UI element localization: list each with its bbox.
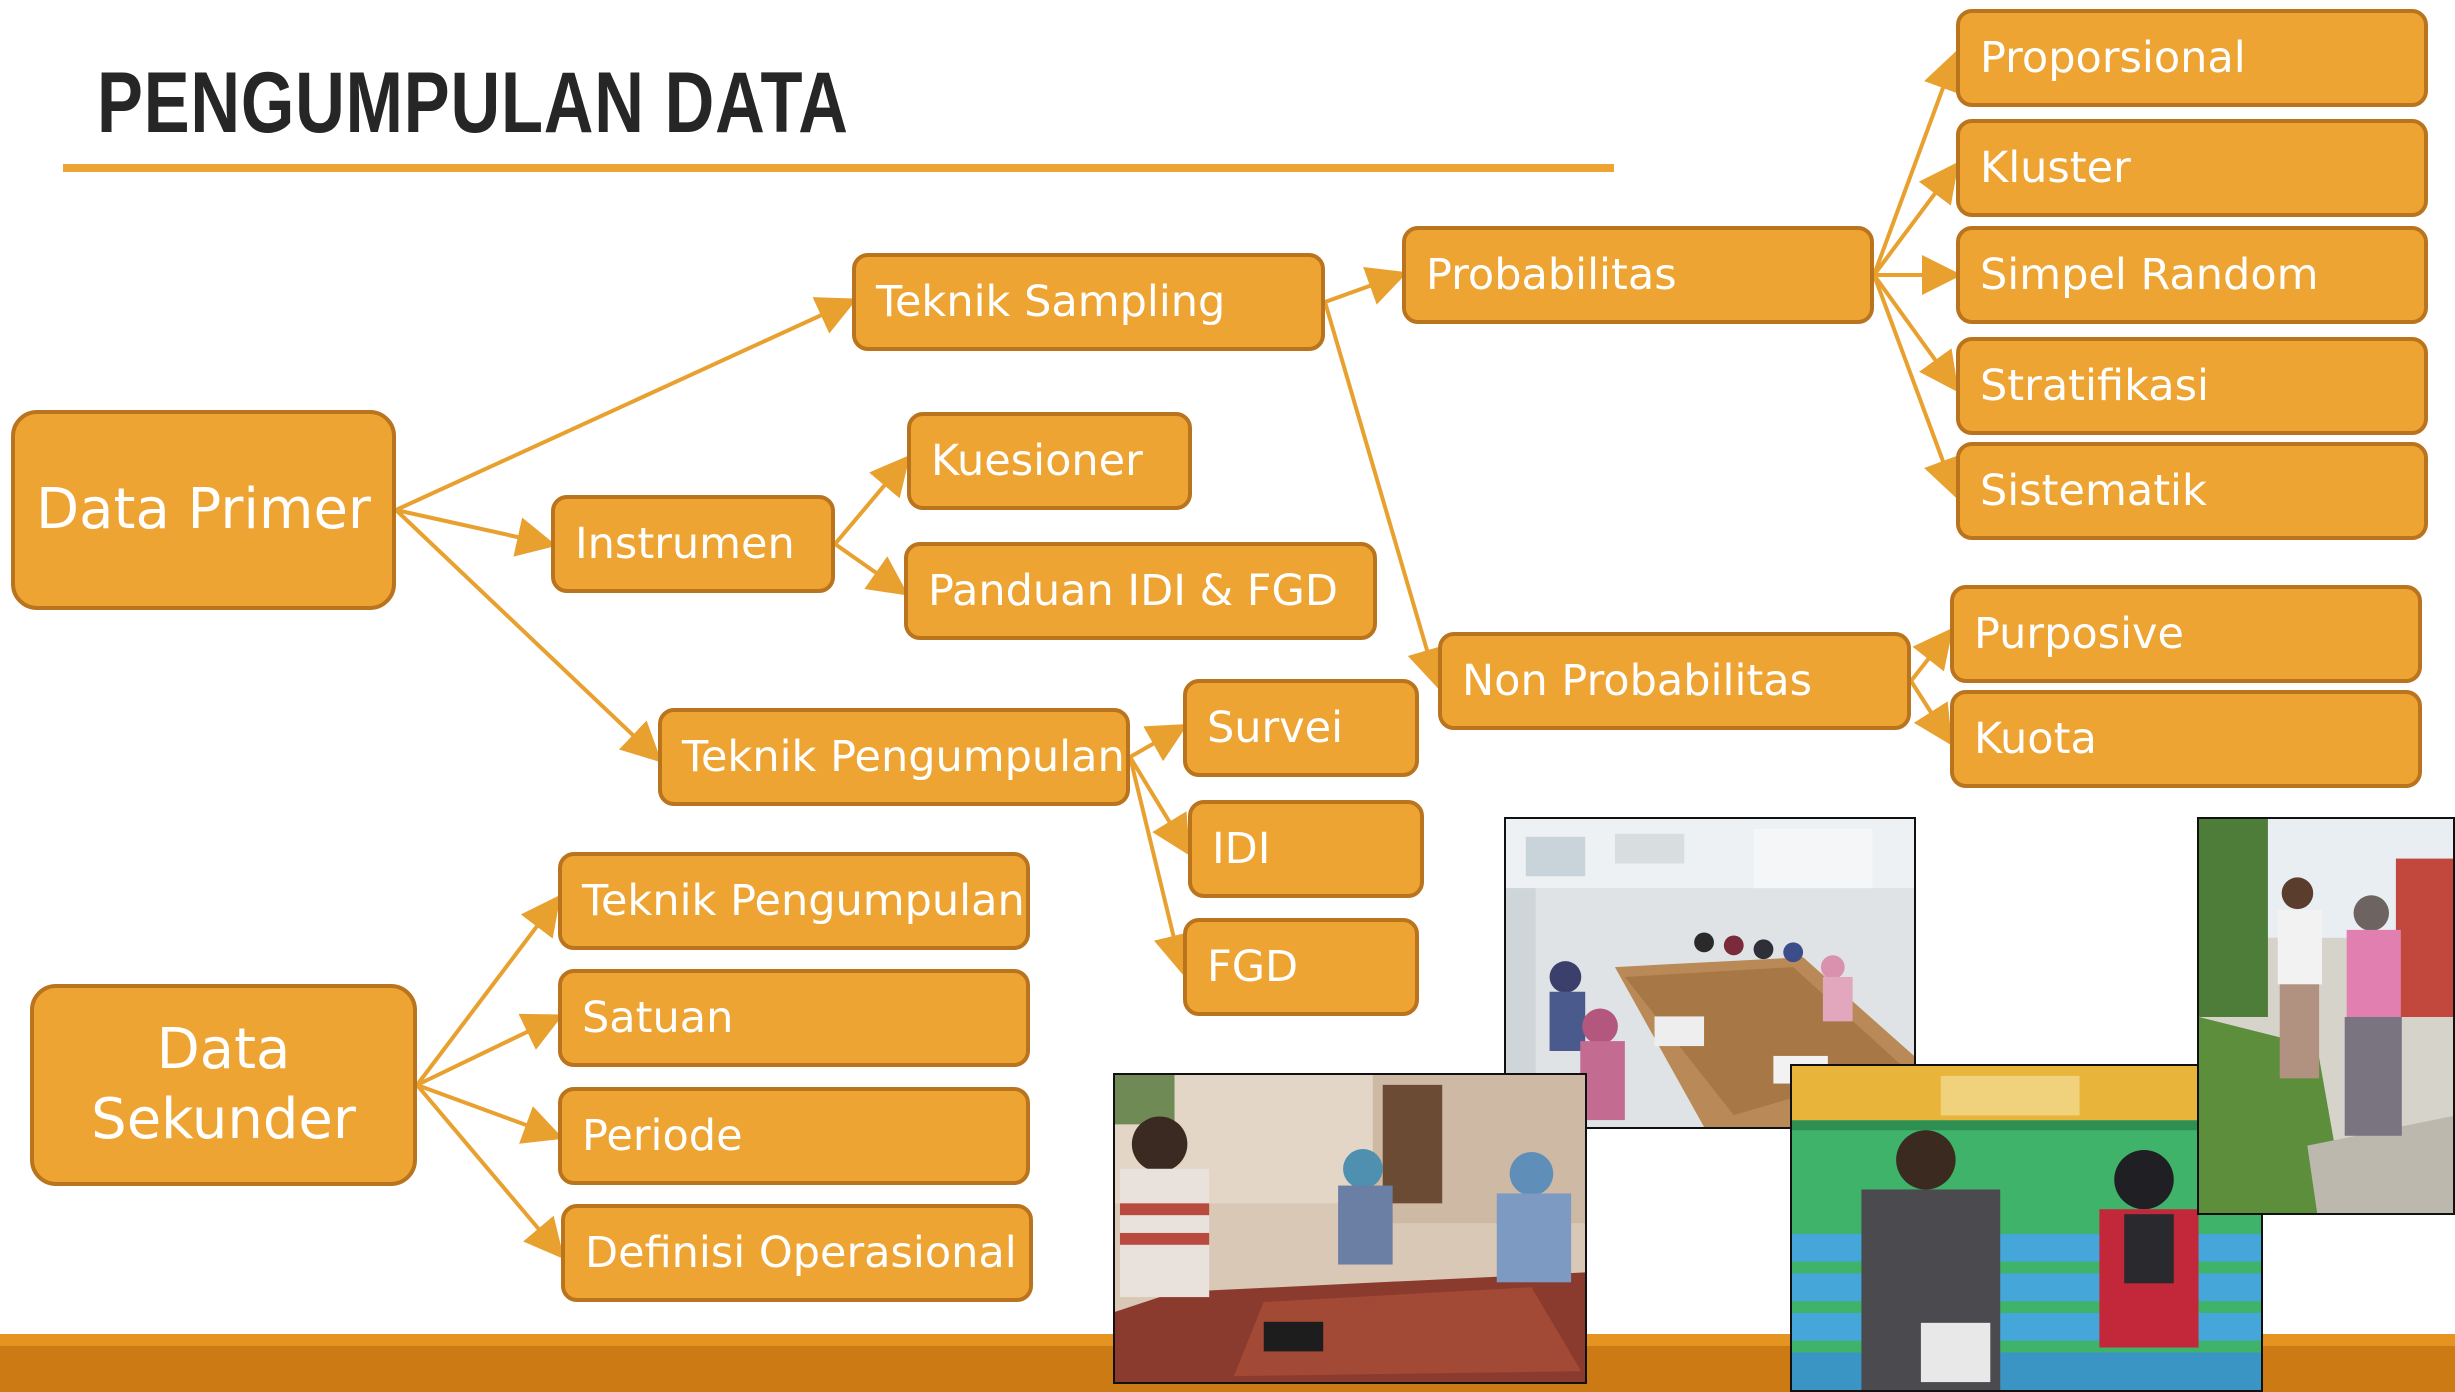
fgd-label: FGD bbox=[1207, 942, 1299, 992]
panduan-idi-fgd-node: Panduan IDI & FGD bbox=[904, 542, 1377, 640]
kuesioner-label: Kuesioner bbox=[931, 436, 1143, 486]
teknik-sampling-node: Teknik Sampling bbox=[852, 253, 1325, 351]
sekunder-teknik-pengumpulan-label: Teknik Pengumpulan bbox=[582, 876, 1025, 926]
satuan-label: Satuan bbox=[582, 993, 734, 1043]
proporsional-label: Proporsional bbox=[1980, 33, 2246, 83]
simpel-random-node: Simpel Random bbox=[1956, 226, 2428, 324]
connector-non-probabilitas-to-kuota bbox=[1909, 679, 1953, 746]
photo-bench-interview bbox=[1790, 1064, 2263, 1392]
fgd-node: FGD bbox=[1183, 918, 1419, 1016]
kuota-label: Kuota bbox=[1974, 714, 2097, 764]
kuota-node: Kuota bbox=[1950, 690, 2422, 788]
sistematik-node: Sistematik bbox=[1956, 442, 2428, 540]
proporsional-node: Proporsional bbox=[1956, 9, 2428, 107]
purposive-node: Purposive bbox=[1950, 585, 2422, 683]
kluster-label: Kluster bbox=[1980, 143, 2131, 193]
connector-data-sekunder-to-sek-teknik-pengumpulan bbox=[415, 894, 561, 1087]
connector-data-sekunder-to-satuan bbox=[416, 1013, 564, 1087]
connector-instrumen-to-panduan bbox=[833, 542, 909, 596]
photo-home-interview bbox=[1113, 1073, 1587, 1384]
purposive-label: Purposive bbox=[1974, 609, 2184, 659]
connector-teknik-sampling-to-non-probabilitas bbox=[1323, 301, 1447, 689]
survei-node: Survei bbox=[1183, 679, 1419, 777]
instrumen-node: Instrumen bbox=[551, 495, 835, 593]
simpel-random-label: Simpel Random bbox=[1980, 250, 2319, 300]
definisi-operasional-node: Definisi Operasional bbox=[561, 1204, 1033, 1302]
probabilitas-node: Probabilitas bbox=[1402, 226, 1874, 324]
non-probabilitas-label: Non Probabilitas bbox=[1462, 656, 1813, 706]
data-primer-node: Data Primer bbox=[11, 410, 396, 610]
stratifikasi-label: Stratifikasi bbox=[1980, 361, 2209, 411]
definisi-operasional-label: Definisi Operasional bbox=[585, 1228, 1017, 1278]
connector-non-probabilitas-to-purposive bbox=[1909, 627, 1953, 683]
data-primer-label: Data Primer bbox=[36, 477, 371, 542]
connector-teknik-pengumpulan-to-survei bbox=[1129, 724, 1188, 762]
connector-instrumen-to-kuesioner bbox=[833, 454, 911, 546]
data-sekunder-label-line2: Sekunder bbox=[91, 1087, 356, 1152]
connector-data-primer-to-instrumen bbox=[395, 508, 557, 557]
kuesioner-node: Kuesioner bbox=[907, 412, 1192, 510]
connector-data-sekunder-to-definisi bbox=[415, 1083, 565, 1260]
connector-probabilitas-to-kluster bbox=[1872, 161, 1959, 277]
connector-probabilitas-to-stratifikasi bbox=[1872, 273, 1959, 393]
connector-probabilitas-to-sistematik bbox=[1872, 274, 1962, 499]
connector-data-sekunder-to-periode bbox=[416, 1083, 564, 1144]
sekunder-teknik-pengumpulan-node: Teknik Pengumpulan bbox=[558, 852, 1030, 950]
idi-label: IDI bbox=[1212, 824, 1271, 874]
probabilitas-label: Probabilitas bbox=[1426, 250, 1677, 300]
connector-data-primer-to-teknik-pengumpulan bbox=[394, 508, 662, 763]
stratifikasi-node: Stratifikasi bbox=[1956, 337, 2428, 435]
connector-teknik-pengumpulan-to-fgd bbox=[1128, 756, 1193, 975]
connector-teknik-pengumpulan-to-idi bbox=[1128, 755, 1191, 856]
data-sekunder-label-line1: Data bbox=[156, 1017, 291, 1082]
survei-label: Survei bbox=[1207, 703, 1344, 753]
periode-node: Periode bbox=[558, 1087, 1030, 1185]
instrumen-label: Instrumen bbox=[575, 519, 795, 569]
teknik-pengumpulan-label: Teknik Pengumpulan bbox=[682, 732, 1125, 782]
sistematik-label: Sistematik bbox=[1980, 466, 2207, 516]
non-probabilitas-node: Non Probabilitas bbox=[1438, 632, 1911, 730]
photo-street-survey bbox=[2197, 817, 2455, 1215]
page-title: PENGUMPULAN DATA bbox=[97, 55, 849, 151]
idi-node: IDI bbox=[1188, 800, 1424, 898]
teknik-pengumpulan-node: Teknik Pengumpulan bbox=[658, 708, 1130, 806]
title-underline bbox=[63, 164, 1614, 172]
connector-data-primer-to-teknik-sampling bbox=[395, 297, 858, 512]
satuan-node: Satuan bbox=[558, 969, 1030, 1067]
connector-teknik-sampling-to-probabilitas bbox=[1324, 267, 1408, 305]
connector-probabilitas-to-proporsional bbox=[1872, 50, 1962, 276]
teknik-sampling-label: Teknik Sampling bbox=[876, 277, 1226, 327]
panduan-idi-fgd-label: Panduan IDI & FGD bbox=[928, 566, 1338, 616]
data-sekunder-node: Data Sekunder bbox=[30, 984, 417, 1186]
kluster-node: Kluster bbox=[1956, 119, 2428, 217]
periode-label: Periode bbox=[582, 1111, 743, 1161]
